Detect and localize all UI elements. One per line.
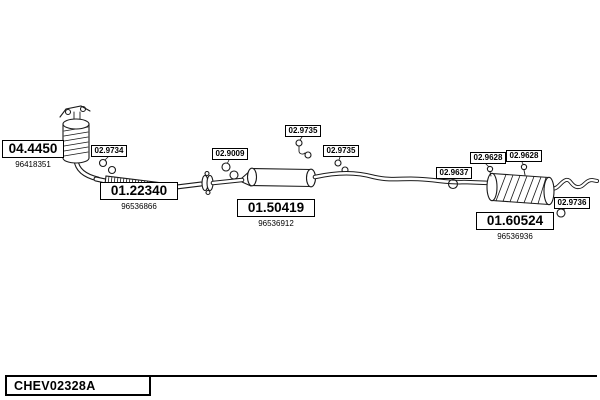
part-label-converter: 04.4450	[2, 140, 64, 158]
drawing-code-box: CHEV02328A	[5, 375, 151, 396]
drawing-code: CHEV02328A	[14, 378, 96, 393]
clamp-label-gasket: 02.9734	[91, 145, 127, 157]
clamp-label-front-clamp: 02.9009	[212, 148, 248, 160]
clamp-label-hanger-1: 02.9735	[285, 125, 321, 137]
hanger-hooks-rear	[485, 161, 528, 177]
clamp-ring-rear	[447, 178, 459, 190]
clamp-label-hanger-2: 02.9735	[323, 145, 359, 157]
tailpipe-drawing	[549, 177, 599, 191]
clamp-label-hook-1: 02.9628	[470, 152, 506, 164]
catalytic-converter-drawing	[62, 118, 90, 164]
clamp-rings-drawing	[221, 159, 239, 180]
tailpipe-ring	[556, 207, 567, 218]
part-ref-front-pipe: 96536866	[121, 202, 157, 211]
part-ref-center-muffler: 96536912	[258, 219, 294, 228]
mount-bracket-drawing	[59, 105, 91, 120]
part-label-center-muffler: 01.50419	[237, 199, 315, 217]
part-ref-rear-muffler: 96536936	[497, 232, 533, 241]
part-label-rear-muffler: 01.60524	[476, 212, 554, 230]
clamp-label-tail-ring: 02.9736	[554, 197, 590, 209]
flange-drawing	[201, 170, 214, 196]
clamp-label-rear-clamp: 02.9637	[436, 167, 472, 179]
main-pipe-drawing	[312, 170, 493, 186]
part-ref-converter: 96418351	[15, 160, 51, 169]
clamp-label-hook-2: 02.9628	[506, 150, 542, 162]
footer-rule	[5, 375, 597, 377]
gasket-rings-drawing	[98, 156, 117, 175]
part-label-front-pipe: 01.22340	[100, 182, 178, 200]
hanger-icons-front	[295, 136, 312, 159]
rear-muffler-drawing	[486, 172, 555, 206]
center-muffler-drawing	[246, 167, 317, 188]
hanger-icons-mid	[334, 156, 349, 174]
